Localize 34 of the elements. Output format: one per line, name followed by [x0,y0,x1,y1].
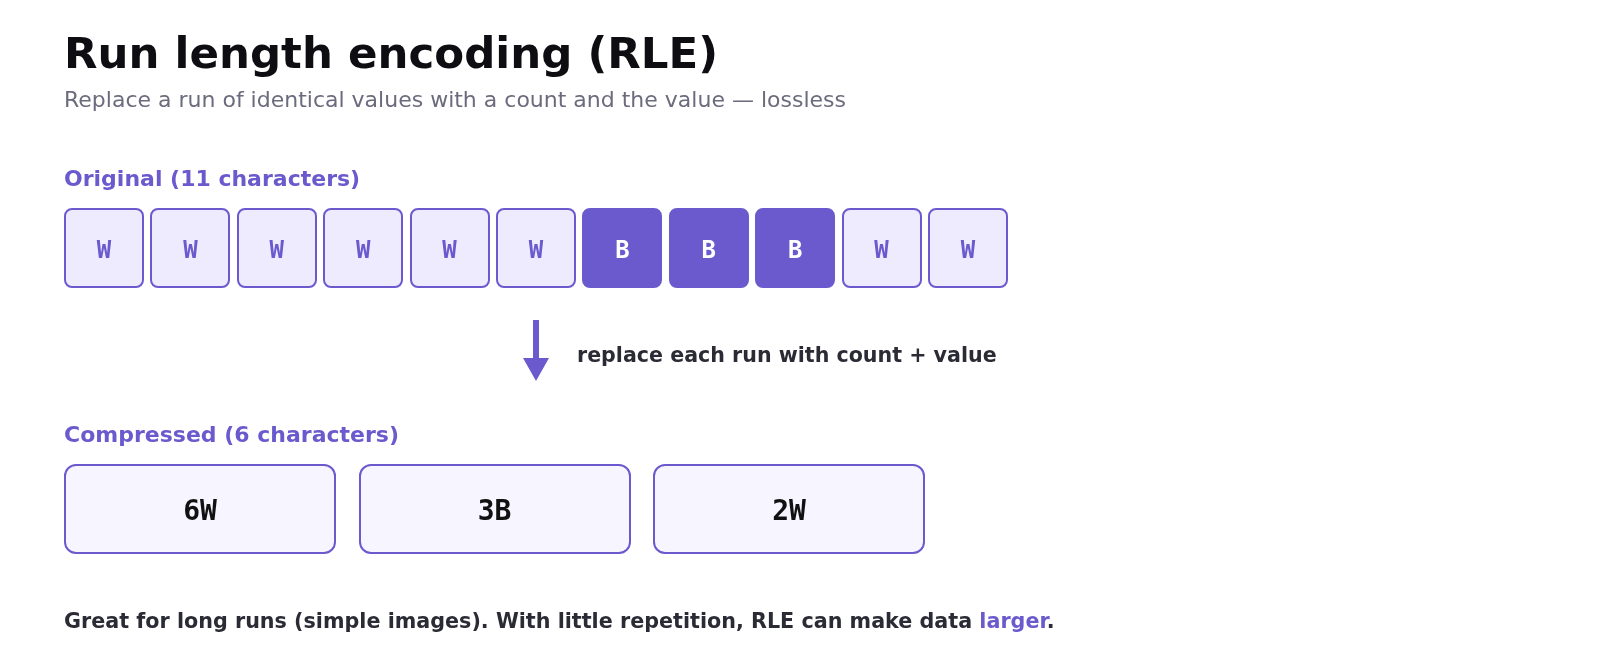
section-heading: Compressed (6 characters) [64,422,399,448]
run-code: 3B [477,493,512,525]
character-cell [496,208,576,288]
cell-character: B [615,235,630,262]
cell-character: B [787,235,803,262]
step-note: replace each run with count + value [577,343,997,368]
run-code: 2W [772,493,806,525]
cell-character: W [269,235,284,262]
cell-character: W [355,235,371,262]
cell-character: W [442,235,457,262]
cell-character: W [183,235,198,262]
run-code-box [358,464,631,554]
character-cell [236,208,317,288]
section-heading: Original (11 characters) [64,166,361,192]
character-cell [928,208,1008,288]
title: Run length encoding (RLE) [64,28,719,79]
character-cell [582,208,663,288]
character-cell [668,208,749,288]
cell-character: W [96,235,112,262]
character-cell [409,208,490,288]
character-cell [755,208,836,288]
character-cell [64,208,144,288]
character-cell [841,208,922,288]
subtitle: Replace a run of identical values with a count and the value — lossless [64,86,846,112]
run-code: 6W [183,493,217,525]
cell-character: W [874,235,889,262]
run-code-box [653,464,925,554]
cell-character: W [960,235,976,262]
footnote: Great for long runs (simple images). With little repetition, RLE can make data larger. [64,608,1055,633]
cell-character: W [528,235,544,262]
cell-character: B [701,235,716,262]
character-cell [323,208,404,288]
character-cell [150,208,231,288]
run-code-box [64,464,336,554]
